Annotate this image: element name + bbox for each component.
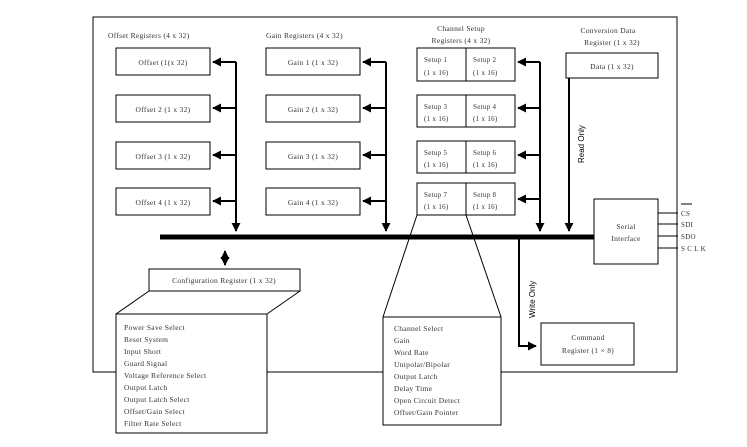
offset-register-1-label: Offset (1(x 32) [138, 58, 188, 67]
offset-register-2-label: Offset 2 (1 x 32) [136, 105, 191, 114]
setup-pair-3-4: Setup 3 (1 x 16) Setup 4 (1 x 16) [416, 94, 516, 128]
pin-sdo-label: SDO [681, 233, 696, 241]
setup-4-size: (1 x 16) [473, 115, 498, 123]
offset-register-4-label: Offset 4 (1 x 32) [136, 198, 191, 207]
serial-interface-line2: Interface [611, 234, 641, 243]
config-fields-expansion [115, 290, 301, 315]
setup-field-5: Output Latch [394, 372, 437, 381]
setup-field-8: Offset/Gain Pointer [394, 408, 459, 417]
pin-sclk-label: S C L K [681, 245, 706, 253]
gain-bus-wiring [362, 57, 391, 232]
config-field-4: Guard Signal [124, 359, 167, 368]
setup-2-size: (1 x 16) [473, 69, 498, 77]
gain-register-4: Gain 4 (1 x 32) [265, 187, 361, 216]
config-field-9: Filter Rate Select [124, 419, 182, 428]
setup-registers-header-line2: Registers (4 x 32) [432, 36, 491, 45]
setup-7-name: Setup 7 [424, 191, 447, 199]
offset-register-4: Offset 4 (1 x 32) [115, 187, 211, 216]
setup-registers-header-line1: Channel Setup [437, 24, 485, 33]
gain-register-4-label: Gain 4 (1 x 32) [288, 198, 339, 207]
offset-register-1: Offset (1(x 32) [115, 47, 211, 76]
gain-register-3: Gain 3 (1 x 32) [265, 141, 361, 170]
serial-pins: CS SDI SDO S C L K [658, 203, 706, 253]
setup-field-3: Word Rate [394, 348, 429, 357]
setup-6-name: Setup 6 [473, 149, 496, 157]
command-register-line2: Register (1 × 8) [562, 346, 614, 355]
setup-fields-expansion [382, 214, 502, 318]
config-field-1: Power Save Select [124, 323, 186, 332]
offset-registers-header: Offset Registers (4 x 32) [108, 31, 190, 40]
config-field-8: Offset/Gain Select [124, 407, 185, 416]
data-register-label: Data (1 x 32) [590, 62, 634, 71]
write-only-label: Write Only [528, 281, 537, 318]
offset-register-3-label: Offset 3 (1 x 32) [136, 152, 191, 161]
setup-7-size: (1 x 16) [424, 203, 449, 211]
setup-pair-5-6: Setup 5 (1 x 16) Setup 6 (1 x 16) [416, 140, 516, 174]
gain-register-2: Gain 2 (1 x 32) [265, 94, 361, 123]
configuration-register-label: Configuration Register (1 x 32) [172, 276, 276, 285]
setup-8-size: (1 x 16) [473, 203, 498, 211]
setup-field-2: Gain [394, 336, 410, 345]
setup-pair-1-2: Setup 1 (1 x 16) Setup 2 (1 x 16) [416, 47, 516, 82]
setup-1-name: Setup 1 [424, 56, 447, 64]
setup-2-name: Setup 2 [473, 56, 496, 64]
setup-field-7: Open Circuit Detect [394, 396, 461, 405]
conversion-header-line2: Register (1 x 32) [584, 38, 640, 47]
setup-field-4: Unipolar/Bipolar [394, 360, 450, 369]
setup-3-name: Setup 3 [424, 103, 447, 111]
setup-3-size: (1 x 16) [424, 115, 449, 123]
serial-interface: Serial Interface [593, 198, 659, 265]
conversion-header-line1: Conversion Data [580, 26, 635, 35]
setup-6-size: (1 x 16) [473, 161, 498, 169]
command-register: Command Register (1 × 8) [540, 322, 635, 366]
setup-5-name: Setup 5 [424, 149, 447, 157]
setup-field-1: Channel Select [394, 324, 444, 333]
setup-1-size: (1 x 16) [424, 69, 449, 77]
pin-cs-label: CS [681, 210, 690, 218]
config-field-3: Input Short [124, 347, 162, 356]
command-register-line1: Command [571, 333, 604, 342]
pin-sdi-label: SDI [681, 221, 694, 229]
setup-fields-box: Channel Select Gain Word Rate Unipolar/B… [382, 316, 502, 426]
setup-8-name: Setup 8 [473, 191, 496, 199]
config-field-2: Reset System [124, 335, 168, 344]
gain-register-1-label: Gain 1 (1 x 32) [288, 58, 339, 67]
setup-bus-wiring [517, 57, 545, 232]
configuration-register: Configuration Register (1 x 32) [148, 268, 301, 292]
setup-5-size: (1 x 16) [424, 161, 449, 169]
data-register: Data (1 x 32) [565, 52, 659, 79]
serial-interface-line1: Serial [616, 222, 635, 231]
gain-register-2-label: Gain 2 (1 x 32) [288, 105, 339, 114]
offset-register-3: Offset 3 (1 x 32) [115, 141, 211, 170]
setup-4-name: Setup 4 [473, 103, 496, 111]
gain-registers-header: Gain Registers (4 x 32) [266, 31, 343, 40]
gain-register-3-label: Gain 3 (1 x 32) [288, 152, 339, 161]
read-only-label: Read Only [577, 125, 586, 163]
offset-register-2: Offset 2 (1 x 32) [115, 94, 211, 123]
offset-bus-wiring [212, 57, 241, 232]
config-fields-box: Power Save Select Reset System Input Sho… [115, 313, 268, 434]
config-field-7: Output Latch Select [124, 395, 190, 404]
setup-pair-7-8: Setup 7 (1 x 16) Setup 8 (1 x 16) [416, 182, 516, 216]
setup-field-6: Delay Time [394, 384, 433, 393]
config-field-5: Voltage Reference Select [124, 371, 207, 380]
write-path-wire [518, 237, 537, 351]
gain-register-1: Gain 1 (1 x 32) [265, 47, 361, 76]
config-field-6: Output Latch [124, 383, 167, 392]
